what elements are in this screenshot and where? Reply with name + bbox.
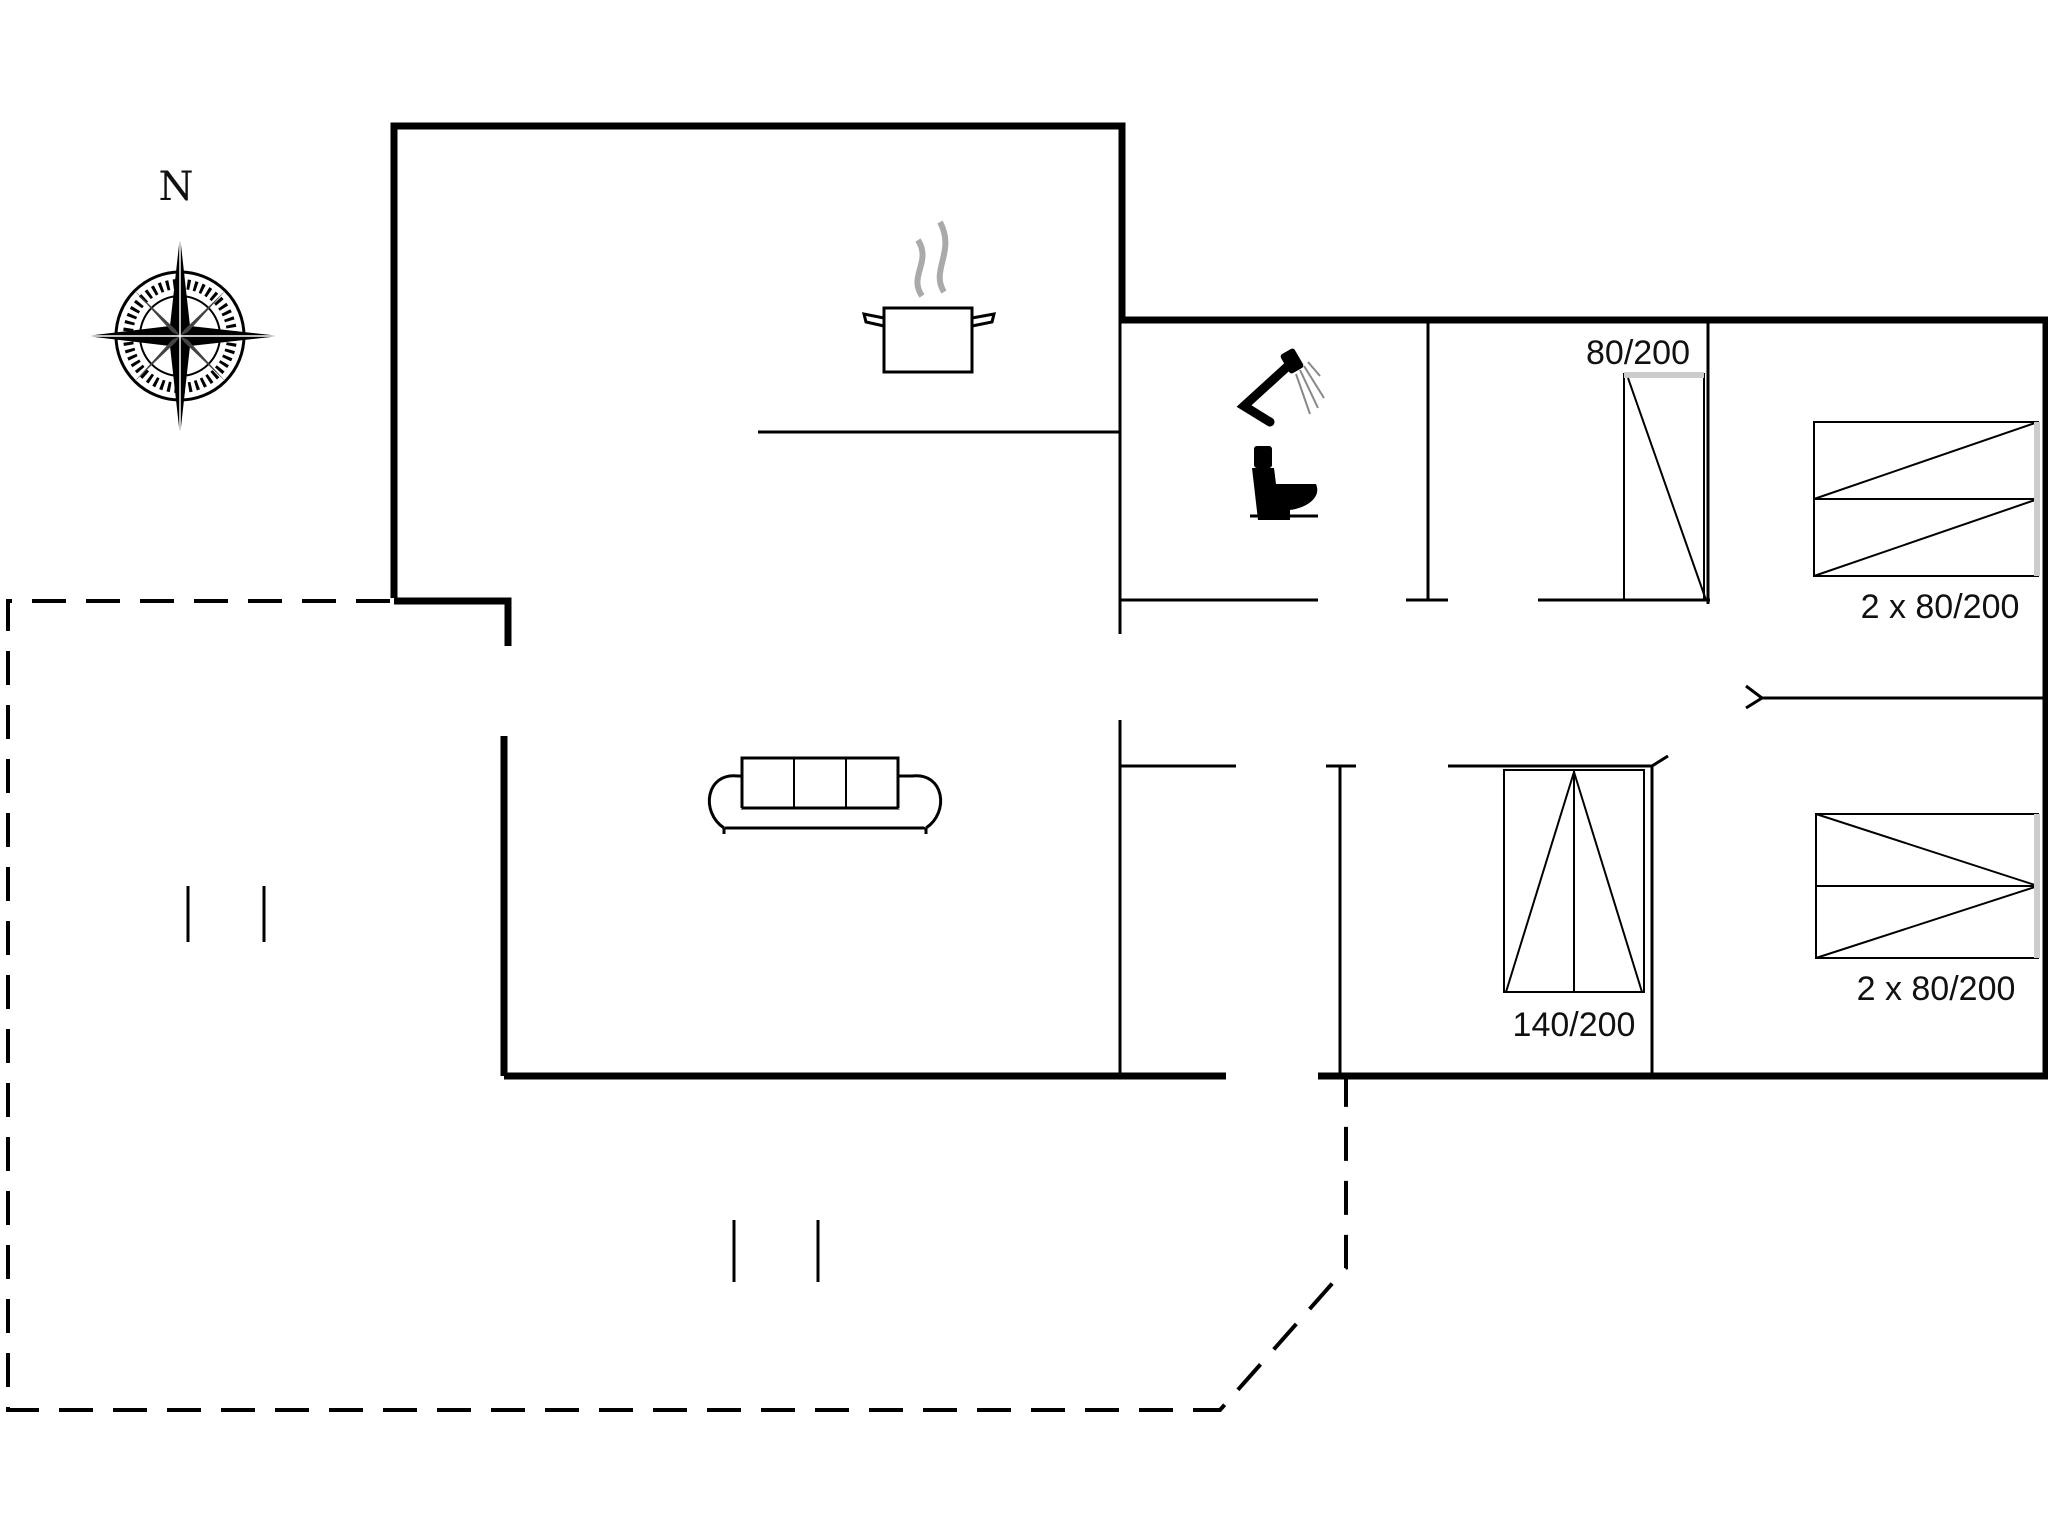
- sofa-icon: [707, 756, 943, 834]
- single-bed: 80/200: [1586, 334, 1707, 601]
- compass-rose-icon: N: [86, 164, 280, 436]
- double-bed-label: 140/200: [1513, 1006, 1636, 1044]
- twin-beds-top: 2 x 80/200: [1813, 421, 2040, 626]
- shower-icon: [1236, 348, 1325, 427]
- interior-walls: [758, 320, 2046, 1074]
- single-bed-label: 80/200: [1586, 334, 1690, 372]
- twin-beds-bottom-label: 2 x 80/200: [1857, 970, 2016, 1008]
- exterior-walls: [390, 122, 2048, 1080]
- terrace-markers: [186, 886, 820, 1282]
- twin-beds-top-label: 2 x 80/200: [1861, 588, 2020, 626]
- cooking-pot-icon: [861, 220, 997, 374]
- twin-beds-bottom: 2 x 80/200: [1815, 813, 2040, 1008]
- toilet-icon: [1250, 446, 1318, 520]
- double-bed: 140/200: [1503, 769, 1645, 1044]
- terrace-outline: [6, 599, 1348, 1412]
- compass-north-label: N: [159, 164, 194, 210]
